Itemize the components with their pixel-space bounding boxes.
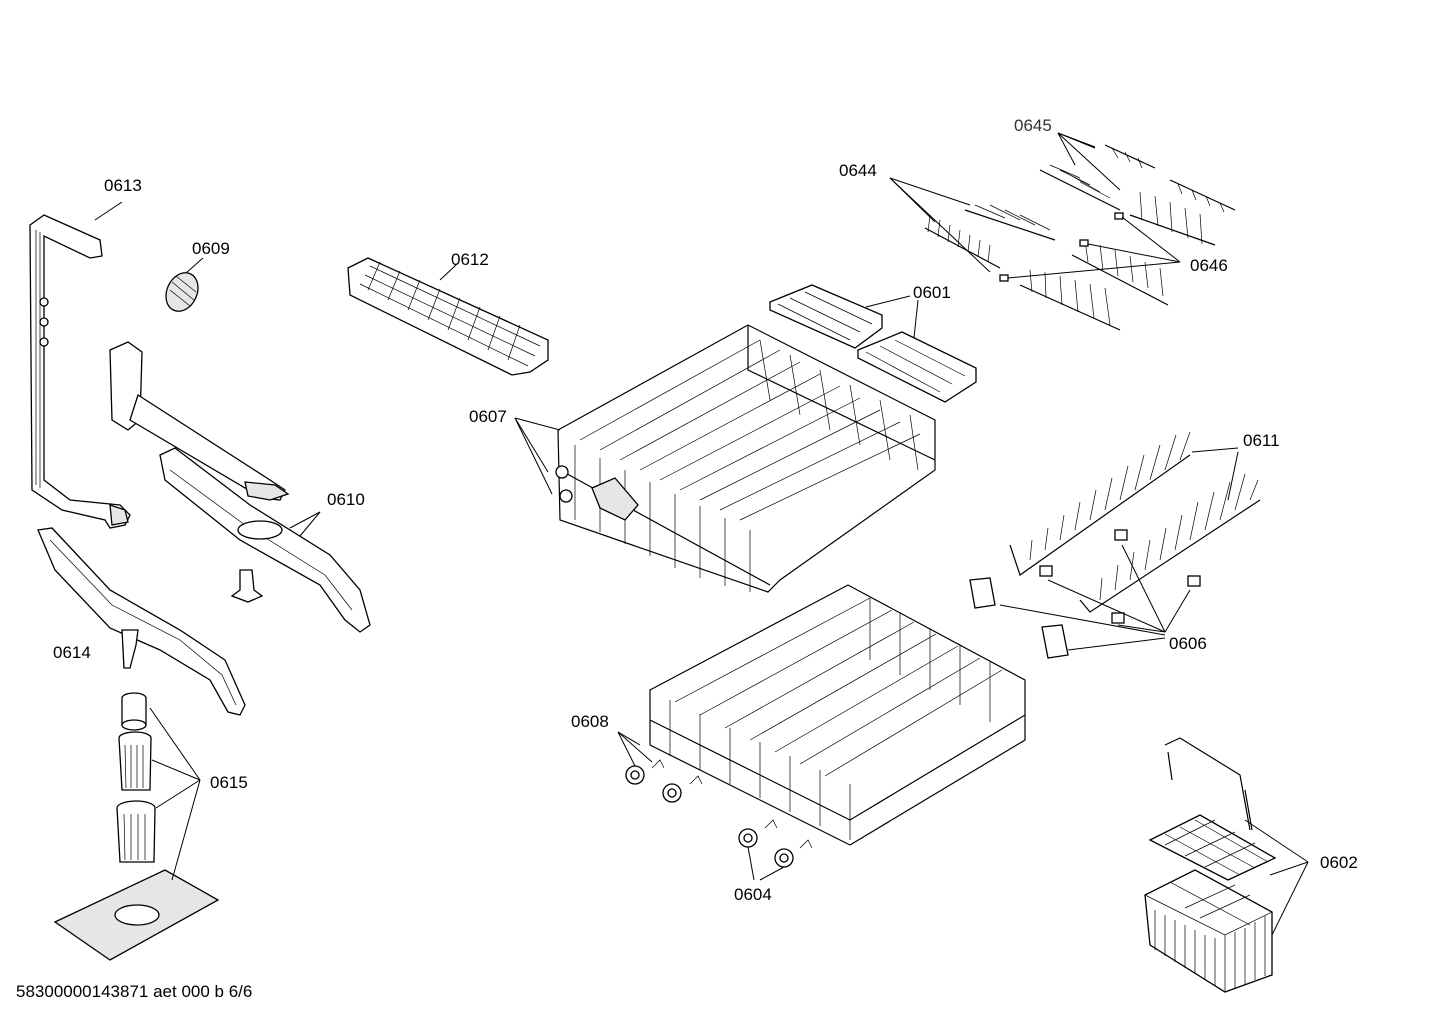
supply-pipe-drawing	[29, 214, 131, 529]
callout-0609: 0609	[192, 239, 230, 258]
callout-0645: 0645	[1014, 116, 1052, 135]
document-footer-code: 58300000143871 aet 000 b 6/6	[16, 982, 253, 1001]
callout-0614: 0614	[53, 643, 91, 662]
lower-basket-drawing	[649, 584, 1026, 846]
callout-0601: 0601	[913, 283, 951, 302]
callout-0606: 0606	[1169, 634, 1207, 653]
callout-0612: 0612	[451, 250, 489, 269]
callout-0608: 0608	[571, 712, 609, 731]
callout-0602: 0602	[1320, 853, 1358, 872]
callout-0646: 0646	[1190, 256, 1228, 275]
folding-inserts-drawing	[769, 284, 977, 403]
callout-0644: 0644	[839, 161, 877, 180]
callout-0615: 0615	[210, 773, 248, 792]
side-tine-racks-drawing	[969, 431, 1261, 659]
upper-basket-drawing	[555, 324, 936, 593]
callout-0607: 0607	[469, 407, 507, 426]
cutlery-basket-drawing	[1144, 737, 1277, 993]
filter-assembly-drawing	[53, 692, 220, 961]
cutlery-tray-drawing	[347, 257, 549, 376]
callout-0611: 0611	[1243, 431, 1280, 450]
lower-spray-arm-drawing	[37, 527, 246, 716]
spray-arm-holder-drawing	[109, 341, 290, 501]
callout-0610: 0610	[327, 490, 365, 509]
small-filter-drawing	[165, 272, 199, 312]
tine-rows-drawing	[924, 144, 1236, 331]
callout-0604: 0604	[734, 885, 772, 904]
upper-spray-arm-drawing	[159, 447, 371, 633]
callout-0613: 0613	[104, 176, 142, 195]
wheels-drawing	[625, 759, 813, 868]
